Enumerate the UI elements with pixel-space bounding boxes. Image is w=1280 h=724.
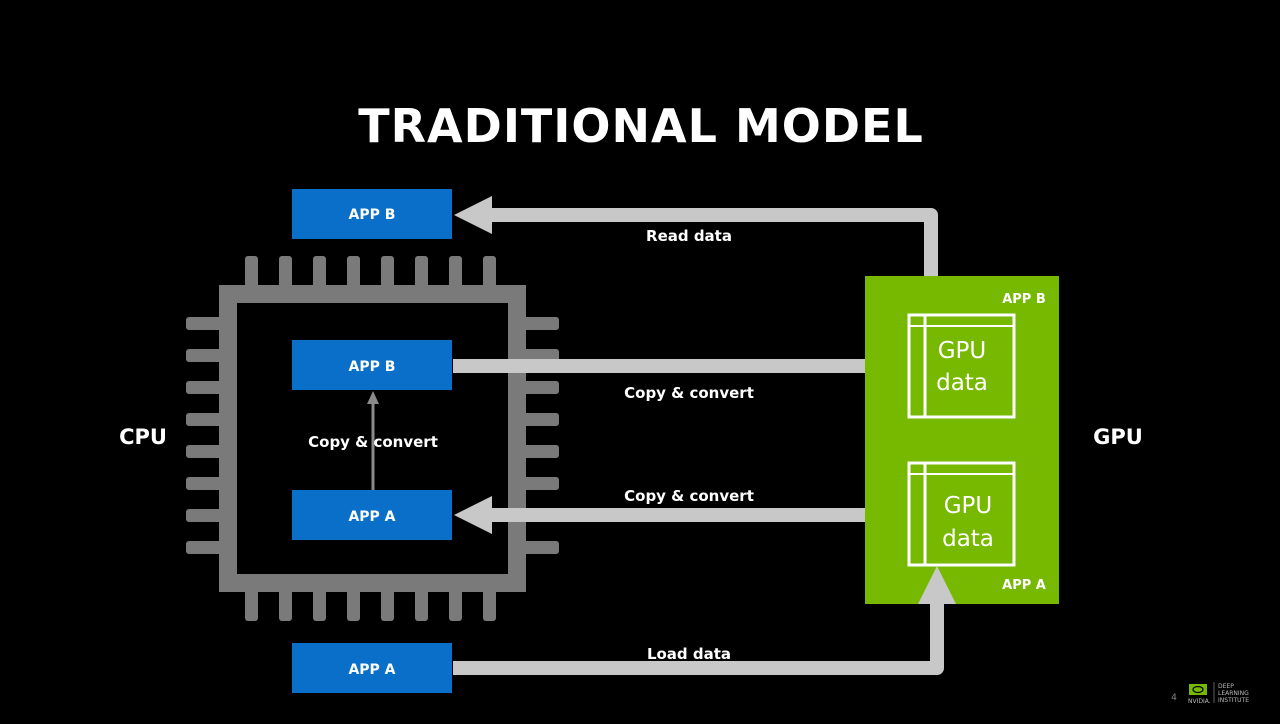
cpu-pin-top <box>415 256 428 296</box>
gpu-data-bottom-frame <box>907 461 1016 567</box>
slide-title: TRADITIONAL MODEL <box>358 99 924 153</box>
cpu-pin-bottom <box>245 581 258 621</box>
cpu-pin-top <box>245 256 258 296</box>
app-b-top-box: APP B <box>292 189 452 239</box>
chip-app-b-rect <box>292 340 452 390</box>
cpu-pin-right <box>515 541 559 554</box>
read-data-arrow-head <box>454 196 492 234</box>
cpu-pin-bottom <box>381 581 394 621</box>
chip-app-b-label: APP B <box>349 359 396 375</box>
load-data-arrow-line <box>453 600 944 675</box>
cpu-pin-left <box>186 541 230 554</box>
load-data-arrow-head <box>918 566 956 604</box>
cpu-pin-right <box>515 445 559 458</box>
cpu-pin-top <box>449 256 462 296</box>
gpu-data-bottom: GPU data <box>907 461 1016 567</box>
cpu-chip-body <box>219 285 526 592</box>
cpu-pin-top <box>483 256 496 296</box>
cpu-pin-bottom <box>279 581 292 621</box>
cpu-pin-right <box>515 381 559 394</box>
cpu-pin-bottom <box>313 581 326 621</box>
gpu-data-top-frame <box>907 313 1016 419</box>
gpu-bottom-app-label: APP A <box>1002 578 1046 593</box>
copy-convert-to-gpu-label: Copy & convert <box>624 384 754 402</box>
load-data-arrow <box>453 600 944 675</box>
cpu-pin-bottom <box>347 581 360 621</box>
app-a-bottom-rect <box>292 643 452 693</box>
page-number: 4 <box>1171 693 1177 703</box>
cpu-pin-top <box>381 256 394 296</box>
cpu-pin-right <box>515 349 559 362</box>
internal-copy-arrow <box>367 391 379 490</box>
cpu-chip <box>186 256 559 621</box>
gpu-box-rect <box>865 276 1059 604</box>
nvidia-dli-logo: NVIDIA. DEEP LEARNING INSTITUTE <box>1188 682 1249 705</box>
cpu-pin-bottom <box>449 581 462 621</box>
cpu-pin-right <box>515 477 559 490</box>
cpu-pin-left <box>186 381 230 394</box>
gpu-label: GPU <box>1093 425 1143 449</box>
internal-copy-label: Copy & convert <box>308 433 438 451</box>
cpu-pin-left <box>186 317 230 330</box>
logo-line3: INSTITUTE <box>1218 697 1249 704</box>
copy-convert-from-gpu-arrow <box>454 496 909 534</box>
cpu-chip-pins <box>186 256 559 621</box>
app-a-bottom-label: APP A <box>348 662 395 678</box>
nvidia-eye-icon-mark <box>1192 685 1204 694</box>
app-b-top-label: APP B <box>349 207 396 223</box>
cpu-pin-left <box>186 349 230 362</box>
nvidia-brand-text: NVIDIA. <box>1188 698 1211 705</box>
cpu-pin-left <box>186 413 230 426</box>
cpu-pin-top <box>347 256 360 296</box>
gpu-data-top-line2: data <box>936 370 988 396</box>
copy-convert-from-gpu-label: Copy & convert <box>624 487 754 505</box>
copy-convert-from-gpu-head <box>454 496 492 534</box>
chip-app-a-box: APP A <box>292 490 452 540</box>
chip-app-a-label: APP A <box>348 509 395 525</box>
app-a-bottom-box: APP A <box>292 643 452 693</box>
cpu-pin-right <box>515 317 559 330</box>
gpu-box: APP B APP A GPU data GPU data <box>865 276 1059 604</box>
gpu-data-top: GPU data <box>907 313 1016 419</box>
chip-app-a-rect <box>292 490 452 540</box>
read-data-label: Read data <box>646 227 732 245</box>
cpu-pin-left <box>186 509 230 522</box>
cpu-pin-top <box>313 256 326 296</box>
gpu-data-bottom-line2: data <box>942 526 994 552</box>
cpu-pin-bottom <box>415 581 428 621</box>
logo-line1: DEEP <box>1218 683 1234 690</box>
cpu-pin-top <box>279 256 292 296</box>
load-data-label: Load data <box>647 645 731 663</box>
cpu-pin-right <box>515 413 559 426</box>
chip-app-b-box: APP B <box>292 340 452 390</box>
app-b-top-rect <box>292 189 452 239</box>
gpu-data-bottom-line1: GPU <box>944 493 993 519</box>
cpu-pin-bottom <box>483 581 496 621</box>
nvidia-eye-icon <box>1189 684 1207 695</box>
logo-line2: LEARNING <box>1218 690 1249 697</box>
internal-copy-arrow-head <box>367 391 379 404</box>
cpu-label: CPU <box>119 425 167 449</box>
gpu-data-top-line1: GPU <box>938 338 987 364</box>
cpu-pin-left <box>186 477 230 490</box>
gpu-top-app-label: APP B <box>1002 292 1046 307</box>
cpu-pin-left <box>186 445 230 458</box>
